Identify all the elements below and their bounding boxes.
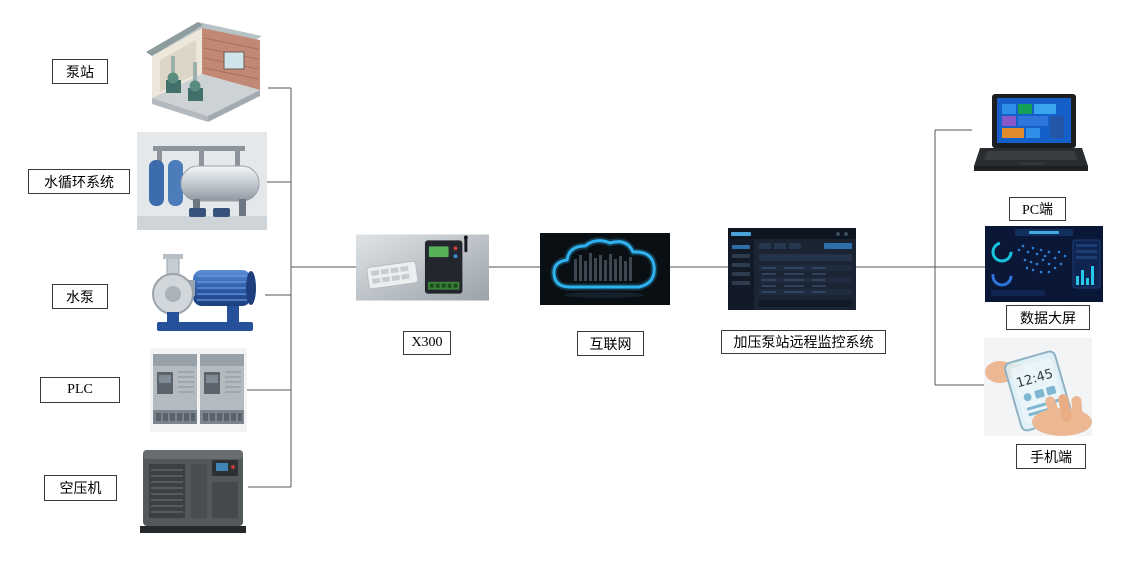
water-pump-image xyxy=(143,248,265,341)
pump-station-image xyxy=(140,16,268,122)
water-circulation-image xyxy=(137,132,267,230)
x300-gateway-image xyxy=(356,234,489,301)
data-screen-label: 数据大屏 xyxy=(1006,305,1090,330)
water-circulation-label: 水循环系统 xyxy=(28,169,130,194)
internet-cloud-image xyxy=(540,233,670,305)
water-pump-label: 水泵 xyxy=(52,284,108,309)
monitoring-system-label: 加压泵站远程监控系统 xyxy=(721,330,886,354)
pump-station-label: 泵站 xyxy=(52,59,108,84)
internet-label: 互联网 xyxy=(577,331,644,356)
x300-label: X300 xyxy=(403,331,451,355)
mobile-phone-image: 12:45 xyxy=(984,338,1092,436)
data-screen-image xyxy=(985,226,1103,302)
air-compressor-image xyxy=(138,442,248,536)
plc-label: PLC xyxy=(40,377,120,403)
air-compressor-label: 空压机 xyxy=(44,475,117,501)
pc-label: PC端 xyxy=(1009,197,1066,221)
mobile-label: 手机端 xyxy=(1016,444,1086,469)
plc-image xyxy=(150,348,247,432)
pc-laptop-image xyxy=(972,92,1090,177)
monitoring-system-image xyxy=(728,228,856,310)
